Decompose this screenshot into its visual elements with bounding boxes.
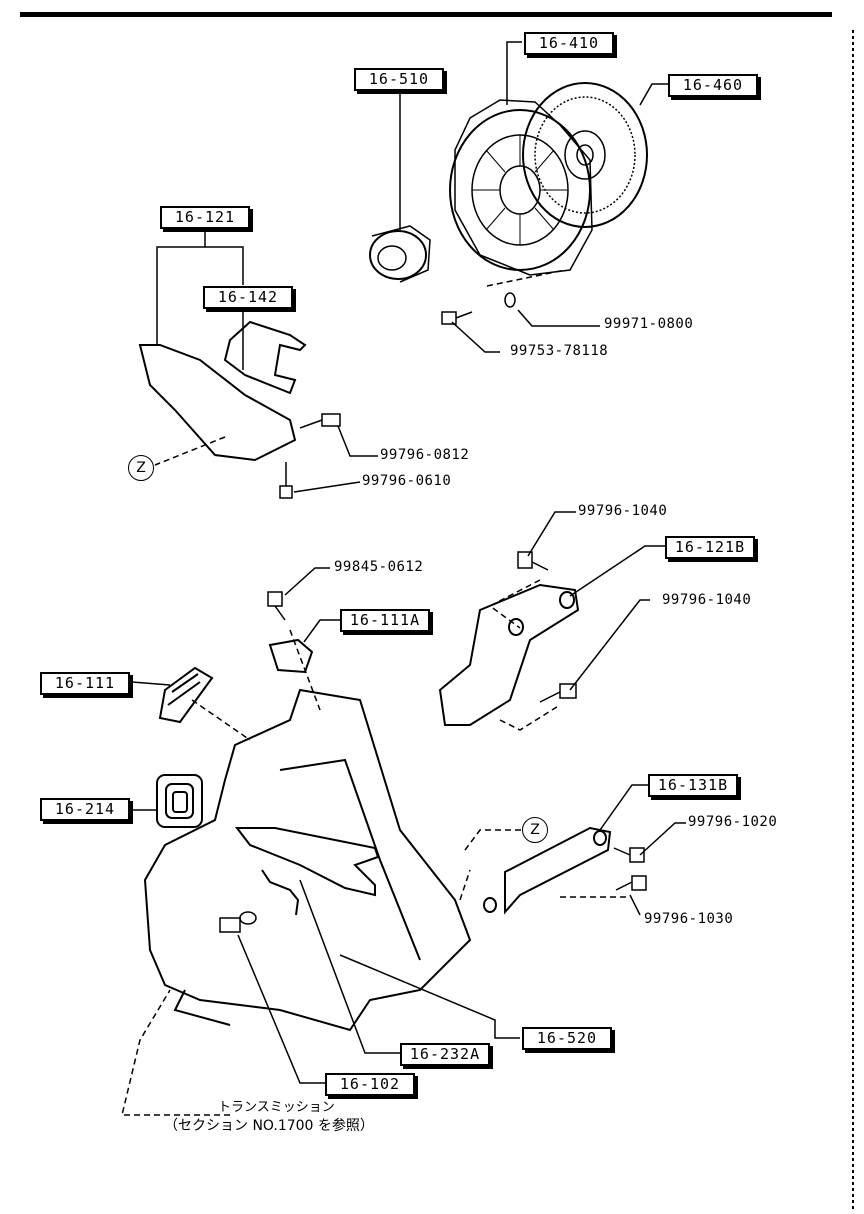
- leader-99796-1040a: [527, 511, 576, 557]
- part-99796-1020: 99796-1020: [688, 814, 778, 830]
- pivot-16-102: [219, 911, 257, 933]
- spring-16-232A: [261, 869, 300, 916]
- leader-16-111: [131, 681, 171, 686]
- label-16-510: 16-510: [354, 68, 444, 91]
- bolt-99796-0812: [299, 413, 341, 429]
- bracket-16-121B: [438, 583, 580, 726]
- boot-16-214: [156, 774, 203, 828]
- transmission-housing: [143, 688, 472, 1032]
- seal-16-111: [158, 666, 214, 724]
- leader-16-121-b: [205, 246, 244, 285]
- label-16-121: 16-121: [160, 206, 250, 229]
- bolt-99796-1040a: [517, 551, 549, 571]
- bolt-99796-1040b: [539, 683, 577, 703]
- leader-16-460: [639, 83, 668, 106]
- leader-99796-1030: [629, 894, 641, 916]
- release-bearing-shape: [369, 225, 431, 283]
- part-99796-1040-b: 99796-1040: [662, 592, 752, 608]
- leader-16-111a: [303, 619, 340, 643]
- label-16-142: 16-142: [203, 286, 293, 309]
- bolt-99796-1030: [615, 875, 647, 891]
- part-99971-0800: 99971-0800: [604, 316, 694, 332]
- bolt-99753: [441, 311, 473, 325]
- label-16-460: 16-460: [668, 74, 758, 97]
- part-99796-0610: 99796-0610: [362, 473, 452, 489]
- leader-16-131b: [599, 784, 648, 831]
- label-16-410: 16-410: [524, 32, 614, 55]
- label-16-102: 16-102: [325, 1073, 415, 1096]
- label-16-520: 16-520: [522, 1027, 612, 1050]
- leader-16-410: [506, 41, 522, 105]
- part-99796-1030: 99796-1030: [644, 911, 734, 927]
- ref-circle-z-lower: Z: [522, 817, 548, 843]
- bolt-99796-0610: [279, 462, 293, 499]
- bracket-16-131B: [483, 826, 612, 915]
- bolt-99796-1020: [613, 847, 645, 863]
- leader-99796-1040b: [569, 599, 650, 691]
- leader-16-121: [156, 227, 206, 345]
- bolt-99845: [267, 591, 286, 621]
- label-16-131B: 16-131B: [648, 774, 738, 797]
- leader-99796-1020: [639, 822, 686, 856]
- release-fork-16-520: [234, 827, 380, 897]
- part-99845-0612: 99845-0612: [334, 559, 424, 575]
- label-16-121B: 16-121B: [665, 536, 755, 559]
- label-16-214: 16-214: [40, 798, 130, 821]
- note-transmission: トランスミッション: [218, 1100, 335, 1115]
- leader-99971: [517, 309, 600, 327]
- leader-16-232a: [299, 879, 400, 1054]
- note-section-ref: （セクション NO.1700 を参照）: [164, 1118, 374, 1134]
- label-16-111: 16-111: [40, 672, 130, 695]
- part-99796-0812: 99796-0812: [380, 447, 470, 463]
- dust-cover-shape: [138, 320, 307, 462]
- part-99796-1040-a: 99796-1040: [578, 503, 668, 519]
- leader-99796-0812: [337, 425, 378, 457]
- leader-99845: [284, 567, 330, 596]
- leader-16-102: [237, 934, 325, 1084]
- leader-16-121b: [569, 545, 665, 597]
- leader-16-520: [339, 954, 520, 1039]
- leader-99796-0610: [293, 481, 361, 493]
- label-16-232A: 16-232A: [400, 1043, 490, 1066]
- ref-circle-z-upper: Z: [128, 455, 154, 481]
- label-16-111A: 16-111A: [340, 609, 430, 632]
- leader-99753: [451, 321, 500, 353]
- part-99753-78118: 99753-78118: [510, 343, 609, 359]
- plate-16-111A: [268, 638, 314, 674]
- clutch-disc-shape: [522, 82, 648, 228]
- top-rule: [20, 12, 832, 17]
- clutch-cover-shape: [449, 99, 593, 276]
- right-edge-marks: [852, 30, 854, 1210]
